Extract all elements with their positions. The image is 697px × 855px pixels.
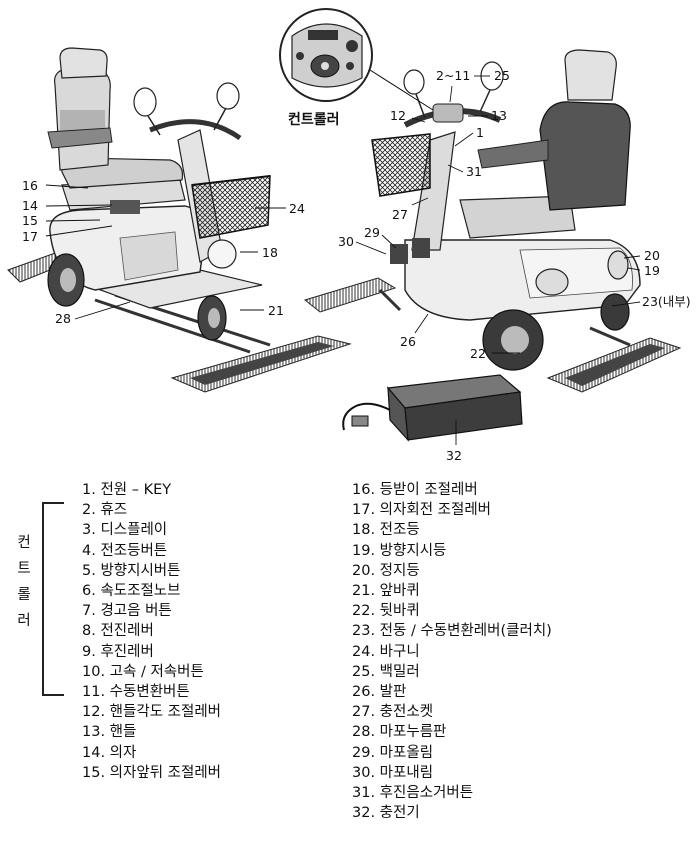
callout-30: 30: [338, 234, 354, 249]
legend-item: 19. 방향지시등: [352, 542, 447, 559]
legend-item: 10. 고속 / 저속버튼: [82, 663, 204, 680]
legend-item: 9. 후진레버: [82, 643, 154, 660]
legend-item: 23. 전동 / 수동변환레버(클러치): [352, 623, 552, 640]
scooter-diagram: 컨트롤러 16 14 15: [7, 8, 691, 463]
callout-numbers: 16 14 15 17 24 18 21 28 2~11 25 12 13 1 …: [22, 68, 691, 463]
callout-32: 32: [446, 448, 462, 463]
controller-caption: 컨트롤러: [288, 111, 340, 128]
callout-1: 1: [476, 125, 484, 140]
legend-item: 7. 경고음 버튼: [82, 603, 172, 620]
callout-29: 29: [364, 225, 380, 240]
legend-item: 16. 등받이 조절레버: [352, 482, 478, 498]
callout-24: 24: [289, 201, 305, 216]
legend-item: 20. 정지등: [352, 562, 420, 579]
legend-item: 31. 후진음소거버튼: [352, 785, 474, 802]
controller-bracket: [42, 502, 64, 696]
front-mop-left: [170, 335, 352, 393]
legend-item: 1. 전원 – KEY: [82, 482, 172, 498]
callout-13: 13: [491, 108, 507, 123]
legend-item: 32. 충전기: [352, 805, 420, 822]
controller-inset: [279, 8, 373, 102]
legend-item: 5. 방향지시버튼: [82, 562, 181, 579]
callout-14: 14: [22, 198, 38, 213]
callout-12: 12: [390, 108, 406, 123]
controller-vchar: 러: [17, 613, 31, 629]
legend-item: 26. 발판: [352, 684, 407, 701]
legend-item: 12. 핸들각도 조절레버: [82, 704, 221, 721]
callout-26: 26: [400, 334, 416, 349]
legend-item: 11. 수동변환버튼: [82, 684, 190, 701]
parts-legend-right: 16. 등받이 조절레버 17. 의자회전 조절레버 18. 전조등 19. 방…: [352, 480, 552, 823]
leader-lines: [45, 75, 641, 445]
legend-item: 6. 속도조절노브: [82, 583, 181, 600]
legend-item: 15. 의자앞뒤 조절레버: [82, 764, 221, 781]
legend-item: 18. 전조등: [352, 522, 420, 539]
callout-22: 22: [470, 346, 486, 361]
callout-27: 27: [392, 207, 408, 222]
callout-19: 19: [644, 263, 660, 278]
legend-item: 3. 디스플레이: [82, 522, 168, 539]
legend-item: 13. 핸들: [82, 724, 137, 741]
controller-vchar: 컨: [17, 535, 31, 551]
legend-item: 14. 의자: [82, 744, 137, 761]
callout-31: 31: [466, 164, 482, 179]
callout-25: 25: [494, 68, 510, 83]
callout-20: 20: [644, 248, 660, 263]
callout-18: 18: [262, 245, 278, 260]
callout-16: 16: [22, 178, 38, 193]
controller-vchar: 트: [17, 561, 31, 577]
callout-28: 28: [55, 311, 71, 326]
controller-vertical-label: 컨 트 롤 러: [12, 530, 36, 634]
callout-21: 21: [268, 303, 284, 318]
controller-vchar: 롤: [17, 587, 31, 603]
callout-23: 23(내부): [642, 294, 691, 309]
right-scooter: [303, 49, 682, 393]
legend-item: 28. 마포누름판: [352, 724, 447, 741]
legend-item: 22. 뒷바퀴: [352, 603, 420, 620]
legend-item: 21. 앞바퀴: [352, 583, 420, 600]
charger: [342, 374, 523, 442]
parts-legend-left: 1. 전원 – KEY 2. 휴즈 3. 디스플레이 4. 전조등버튼 5. 방…: [82, 480, 221, 783]
legend-item: 4. 전조등버튼: [82, 542, 168, 559]
callout-2-11: 2~11: [436, 68, 470, 83]
legend-item: 27. 충전소켓: [352, 704, 434, 721]
callout-15: 15: [22, 213, 38, 228]
legend-item: 24. 바구니: [352, 643, 420, 660]
legend-item: 30. 마포내림: [352, 764, 434, 781]
callout-17: 17: [22, 229, 38, 244]
left-scooter: [7, 47, 352, 393]
legend-item: 2. 휴즈: [82, 502, 128, 519]
legend-item: 8. 전진레버: [82, 623, 154, 640]
legend-item: 17. 의자회전 조절레버: [352, 502, 491, 519]
legend-item: 29. 마포올림: [352, 744, 434, 761]
legend-item: 25. 백밀러: [352, 663, 420, 680]
